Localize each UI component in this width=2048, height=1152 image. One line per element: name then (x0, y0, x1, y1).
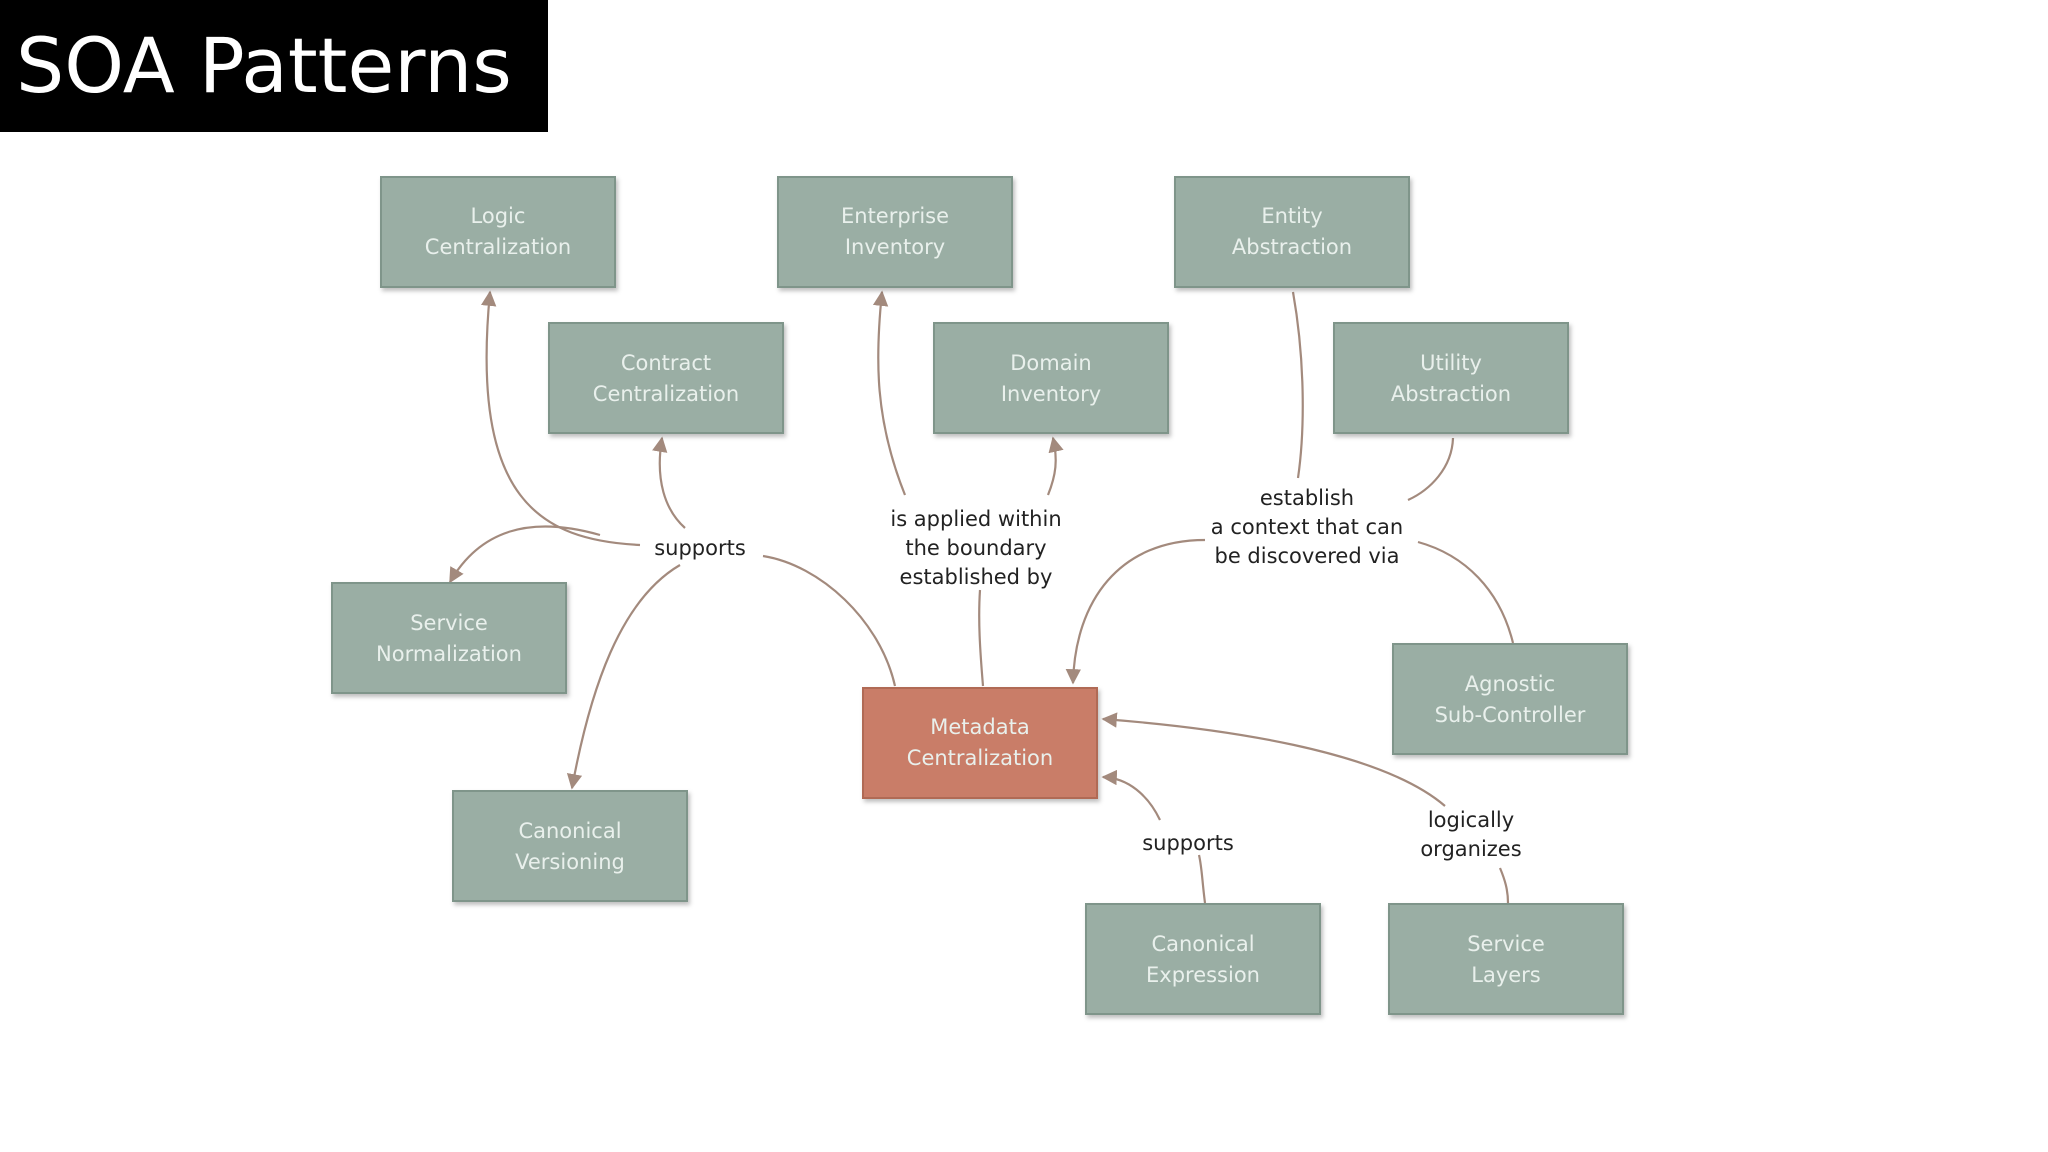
relation-establish-context: establish a context that can be discover… (1211, 486, 1403, 568)
node-service-layers: Service Layers (1388, 903, 1624, 1015)
svg-text:establish: establish (1260, 486, 1354, 510)
edge-supports-to-logic-centralization (481, 290, 641, 547)
svg-text:Entity: Entity (1261, 204, 1322, 228)
svg-text:Expression: Expression (1146, 963, 1260, 987)
relation-supports-left: supports (654, 536, 746, 560)
svg-text:Inventory: Inventory (845, 235, 945, 259)
slide-title: SOA Patterns (16, 21, 512, 110)
svg-text:Utility: Utility (1420, 351, 1482, 375)
svg-text:Contract: Contract (621, 351, 711, 375)
svg-text:established by: established by (900, 565, 1053, 589)
edge-applied-to-domain-inventory (1046, 436, 1064, 496)
svg-text:Centralization: Centralization (593, 382, 739, 406)
svg-text:Versioning: Versioning (515, 850, 625, 874)
svg-text:Logic: Logic (471, 204, 526, 228)
svg-text:is applied within: is applied within (890, 507, 1061, 531)
svg-text:be discovered via: be discovered via (1214, 544, 1399, 568)
node-entity-abstraction: Entity Abstraction (1174, 176, 1410, 288)
edge-supports-to-service-normalization (449, 525, 601, 584)
node-utility-abstraction: Utility Abstraction (1333, 322, 1569, 434)
relation-logically-organizes: logically organizes (1420, 808, 1521, 861)
edge-canonical-expression-to-supports (1197, 854, 1207, 904)
svg-text:Enterprise: Enterprise (841, 204, 949, 228)
connectors (449, 290, 1515, 904)
svg-text:Abstraction: Abstraction (1391, 382, 1511, 406)
svg-text:Normalization: Normalization (376, 642, 522, 666)
edge-agnostic-to-establish (1417, 540, 1515, 644)
node-domain-inventory: Domain Inventory (933, 322, 1169, 434)
node-canonical-expression: Canonical Expression (1085, 903, 1321, 1015)
node-agnostic-sub-controller: Agnostic Sub-Controller (1392, 643, 1628, 755)
node-service-normalization: Service Normalization (331, 582, 567, 694)
svg-text:Canonical: Canonical (1151, 932, 1254, 956)
svg-text:Metadata: Metadata (930, 715, 1029, 739)
edge-supports-to-metadata (1101, 769, 1161, 821)
svg-text:Abstraction: Abstraction (1232, 235, 1352, 259)
svg-text:supports: supports (1142, 831, 1234, 855)
node-canonical-versioning: Canonical Versioning (452, 790, 688, 902)
edge-entity-abstraction-to-establish (1291, 291, 1304, 479)
slide-title-bar: SOA Patterns (0, 0, 548, 132)
svg-text:Inventory: Inventory (1001, 382, 1101, 406)
svg-text:a context that can: a context that can (1211, 515, 1403, 539)
edge-supports-to-contract-centralization (652, 436, 686, 529)
edge-metadata-to-applied (978, 589, 985, 687)
relation-applied-within: is applied within the boundary establish… (890, 507, 1061, 589)
edge-metadata-to-supports (762, 554, 897, 687)
svg-text:the boundary: the boundary (905, 536, 1046, 560)
node-logic-centralization: Logic Centralization (380, 176, 616, 288)
svg-text:Centralization: Centralization (425, 235, 571, 259)
svg-text:Agnostic: Agnostic (1465, 672, 1555, 696)
svg-text:Canonical: Canonical (518, 819, 621, 843)
edge-service-layers-to-logically-organizes (1498, 867, 1510, 904)
relation-supports-bottom: supports (1142, 831, 1234, 855)
svg-text:Layers: Layers (1471, 963, 1541, 987)
edge-logically-organizes-to-metadata (1101, 712, 1446, 807)
node-metadata-centralization: Metadata Centralization (862, 687, 1098, 799)
svg-text:organizes: organizes (1420, 837, 1521, 861)
svg-text:Centralization: Centralization (907, 746, 1053, 770)
edge-applied-to-enterprise-inventory (872, 290, 907, 496)
svg-text:Sub-Controller: Sub-Controller (1435, 703, 1586, 727)
edge-utility-abstraction-to-establish (1407, 437, 1455, 502)
svg-text:supports: supports (654, 536, 746, 560)
edge-supports-to-canonical-versioning (566, 564, 681, 790)
svg-text:Service: Service (1467, 932, 1545, 956)
svg-text:Service: Service (410, 611, 488, 635)
node-enterprise-inventory: Enterprise Inventory (777, 176, 1013, 288)
svg-text:logically: logically (1428, 808, 1514, 832)
edge-establish-to-metadata (1065, 538, 1206, 685)
svg-text:Domain: Domain (1010, 351, 1092, 375)
node-contract-centralization: Contract Centralization (548, 322, 784, 434)
